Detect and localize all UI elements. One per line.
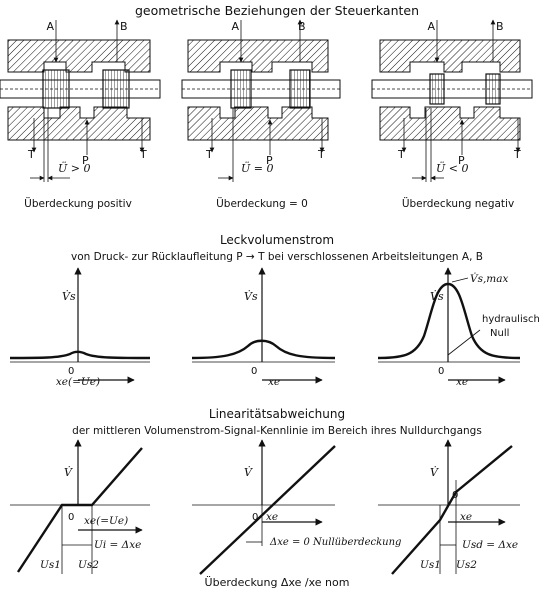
y-axis-label: V̇s bbox=[430, 290, 444, 303]
null-label-line-1: hydraulisch bbox=[482, 314, 540, 325]
port-t1-label: T bbox=[205, 148, 213, 161]
origin-label: 0 bbox=[452, 490, 458, 501]
port-a-label: A bbox=[231, 20, 239, 33]
port-t2-label: T bbox=[317, 148, 325, 161]
footer-caption: Überdeckung Δxe /xe nom bbox=[205, 576, 350, 589]
lin-title: Linearitätsabweichung bbox=[209, 407, 345, 421]
lin-plot-zero: V̇ 0 xe Δxe = 0 Nullüberdeckung bbox=[192, 439, 401, 575]
port-b-label: B bbox=[298, 20, 306, 33]
port-a-label: A bbox=[46, 20, 54, 33]
y-axis-label: V̇s bbox=[244, 290, 258, 303]
peak-label: V̇s,max bbox=[470, 272, 509, 285]
x-axis-label: xe(=Ue) bbox=[56, 376, 100, 388]
port-t1-label: T bbox=[27, 148, 35, 161]
lin-plot-positive: V̇ 0 xe(=Ue) Ui = Δxe Us1 Us2 bbox=[10, 439, 150, 574]
x-axis-label: xe bbox=[456, 376, 468, 388]
port-p-label: P bbox=[458, 154, 465, 167]
null-label-line-2: Null bbox=[490, 328, 509, 339]
lin-plot-negative: V̇ 0 xe Usd = Δxe Us1 Us2 bbox=[378, 439, 520, 575]
port-t1-label: T bbox=[397, 148, 405, 161]
leak-plot-zero: V̇s 0 xe bbox=[191, 267, 336, 388]
page-title: geometrische Beziehungen der Steuerkante… bbox=[135, 3, 419, 18]
port-p-label: P bbox=[82, 154, 89, 167]
u-label: Ui = Δxe bbox=[94, 539, 141, 551]
overlap-label: Ü > 0 bbox=[58, 161, 90, 175]
x-axis-label: xe(=Ue) bbox=[84, 515, 128, 527]
us1-label: Us1 bbox=[40, 559, 61, 571]
valve-caption: Überdeckung negativ bbox=[402, 197, 514, 210]
valve-positive-overlap: A B T P T Ü > 0 Überdeckung positiv bbox=[0, 19, 161, 210]
origin-label: 0 bbox=[68, 366, 74, 377]
us2-label: Us2 bbox=[456, 559, 477, 571]
y-axis-label: V̇s bbox=[62, 290, 76, 303]
port-a-label: A bbox=[427, 20, 435, 33]
leak-title: Leckvolumenstrom bbox=[220, 233, 334, 247]
leak-subtitle: von Druck- zur Rücklaufleitung P → T bei… bbox=[71, 251, 483, 263]
us2-label: Us2 bbox=[78, 559, 99, 571]
origin-label: 0 bbox=[251, 366, 257, 377]
x-axis-label: xe bbox=[266, 511, 278, 523]
us1-label: Us1 bbox=[420, 559, 441, 571]
valve-caption: Überdeckung = 0 bbox=[216, 197, 308, 210]
port-t2-label: T bbox=[139, 148, 147, 161]
x-axis-label: xe bbox=[268, 376, 280, 388]
origin-label: 0 bbox=[68, 512, 74, 523]
origin-label: 0 bbox=[252, 512, 258, 523]
y-axis-label: V̇ bbox=[430, 466, 439, 479]
lin-subtitle: der mittleren Volumenstrom-Signal-Kennli… bbox=[72, 425, 482, 437]
y-axis-label: V̇ bbox=[244, 466, 253, 479]
port-t2-label: T bbox=[513, 148, 521, 161]
port-b-label: B bbox=[496, 20, 504, 33]
u-label: Δxe = 0 Nullüberdeckung bbox=[269, 537, 401, 548]
y-axis-label: V̇ bbox=[64, 466, 73, 479]
overlap-label: Ü = 0 bbox=[241, 161, 273, 175]
leak-plot-positive: V̇s 0 xe(=Ue) bbox=[9, 267, 151, 388]
valve-zero-overlap: A B T P T Ü = 0 Überdeckung = 0 bbox=[181, 19, 341, 210]
port-b-label: B bbox=[120, 20, 128, 33]
origin-label: 0 bbox=[438, 366, 444, 377]
port-p-label: P bbox=[266, 154, 273, 167]
leak-plot-negative: V̇s V̇s,max hydraulisch Null 0 xe bbox=[377, 267, 540, 388]
u-label: Usd = Δxe bbox=[462, 539, 518, 551]
valve-caption: Überdeckung positiv bbox=[24, 197, 132, 210]
x-axis-label: xe bbox=[460, 511, 472, 523]
overlap-label: Ü < 0 bbox=[436, 161, 468, 175]
valve-negative-overlap: A B T P T Ü < 0 Überdeckung negativ bbox=[371, 19, 533, 210]
